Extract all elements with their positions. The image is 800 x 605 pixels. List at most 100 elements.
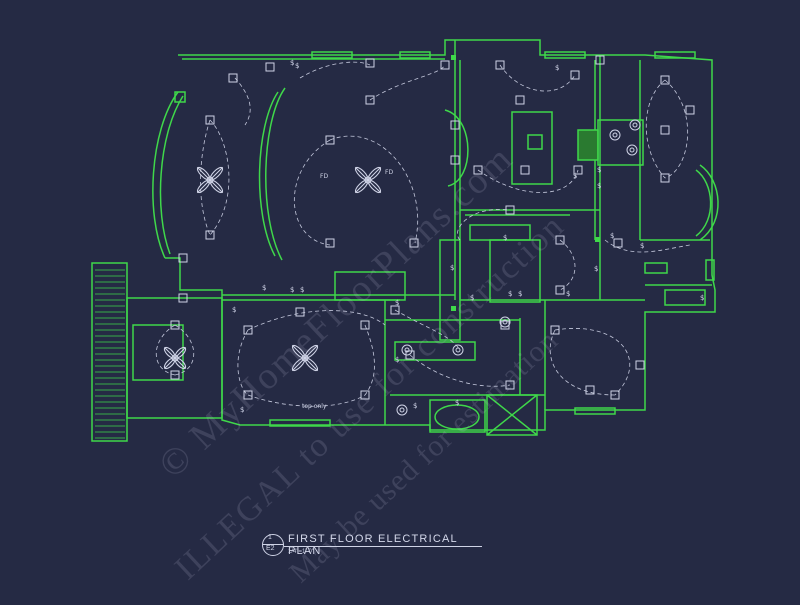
bath-counter (597, 119, 644, 166)
recessed-light (265, 62, 275, 72)
light-switch: $ (455, 399, 459, 407)
recessed-light (555, 285, 565, 295)
title-underline (284, 546, 482, 547)
pendant-light (396, 404, 408, 416)
light-switch: $ (395, 299, 399, 307)
light-switch: $ (610, 232, 614, 240)
fan-blade (354, 179, 369, 194)
fan-duct-label-left: FD (320, 173, 328, 180)
pantry-shelves (577, 129, 599, 161)
pendant-light (629, 119, 641, 131)
light-switch: $ (518, 290, 522, 298)
window (574, 407, 616, 415)
cabinet (664, 289, 706, 306)
ceiling-fans (163, 166, 382, 372)
stair (489, 239, 541, 303)
fan-blade-shape (354, 179, 369, 194)
pendant-light (401, 344, 413, 356)
light-switch: $ (290, 286, 294, 294)
recessed-light (360, 320, 370, 330)
recessed-light (660, 125, 670, 135)
appliance (644, 262, 668, 274)
light-switch: $ (640, 242, 644, 250)
light-switch: $ (573, 172, 577, 180)
circuit (554, 328, 631, 396)
fan-blade (164, 357, 176, 369)
light-switch: $ (700, 294, 704, 302)
wall (439, 239, 461, 341)
circuit (247, 394, 366, 407)
circuit (499, 64, 576, 92)
fan-blade-shape (367, 179, 382, 194)
fan-blade-shape (209, 179, 224, 194)
window (269, 419, 331, 427)
pendant-light (499, 316, 511, 328)
light-switch: $ (300, 286, 304, 294)
recessed-light (390, 305, 400, 315)
light-switch: $ (290, 59, 294, 67)
pendant-light-center (632, 122, 638, 128)
fan-duct-label-right: FD (385, 169, 393, 176)
light-switch: $ (594, 265, 598, 273)
circuit (293, 139, 331, 246)
pendant-light-center (399, 407, 405, 413)
circuit (237, 329, 249, 396)
fan-blade-shape (367, 166, 382, 181)
fan-blade-shape (304, 344, 319, 359)
fan-blade (209, 166, 224, 181)
recessed-light (585, 385, 595, 395)
pendant-light-center (629, 147, 635, 153)
circuit-runs (155, 61, 691, 407)
recessed-light (685, 105, 695, 115)
deck-slats (95, 269, 125, 439)
light-switch: $ (508, 290, 512, 298)
recessed-light (450, 155, 460, 165)
recessed-light (505, 380, 515, 390)
fan-blade (196, 179, 211, 194)
circuit (549, 329, 616, 396)
recessed-light (360, 390, 370, 400)
recessed-light (325, 238, 335, 248)
bathtub (434, 404, 480, 430)
junction-marker (451, 306, 456, 311)
recessed-light (365, 95, 375, 105)
light-switch: $ (395, 356, 399, 364)
shower-x (486, 394, 538, 436)
window (399, 51, 431, 59)
fireplace (132, 324, 184, 381)
recessed-light (205, 230, 215, 240)
fan-blade-shape (304, 357, 319, 372)
pendant-light-center (455, 347, 461, 353)
junction-markers (451, 55, 600, 311)
circuit (477, 169, 579, 193)
recessed-light (243, 325, 253, 335)
light-switch: $ (232, 306, 236, 314)
sheet-number: E2 (266, 545, 275, 552)
circuit (234, 77, 251, 126)
fan-blade-shape (196, 166, 211, 181)
recessed-light (635, 360, 645, 370)
junction-marker (451, 55, 456, 60)
circuit (394, 309, 461, 351)
detail-callout-circle (262, 534, 284, 556)
right-bay-wall-inner (695, 169, 712, 237)
fan-blade (354, 166, 369, 181)
circuit (559, 239, 576, 291)
circuit (247, 310, 386, 331)
pendant-light-center (404, 347, 410, 353)
recessed-light (595, 55, 605, 65)
exterior-wall (165, 39, 716, 431)
left-bay-wall (152, 91, 179, 259)
fan-blade (291, 357, 306, 372)
recessed-light (170, 320, 180, 330)
recessed-light (473, 165, 483, 175)
detail-number: 1 (268, 534, 272, 541)
light-switch: $ (413, 402, 417, 410)
circuit (457, 208, 511, 241)
recessed-light (613, 238, 623, 248)
kitchen-sink (527, 134, 543, 150)
light-switch: $ (262, 284, 266, 292)
circuit (174, 324, 195, 376)
drawing-scale: 1/4"=1'-0" (288, 549, 314, 555)
